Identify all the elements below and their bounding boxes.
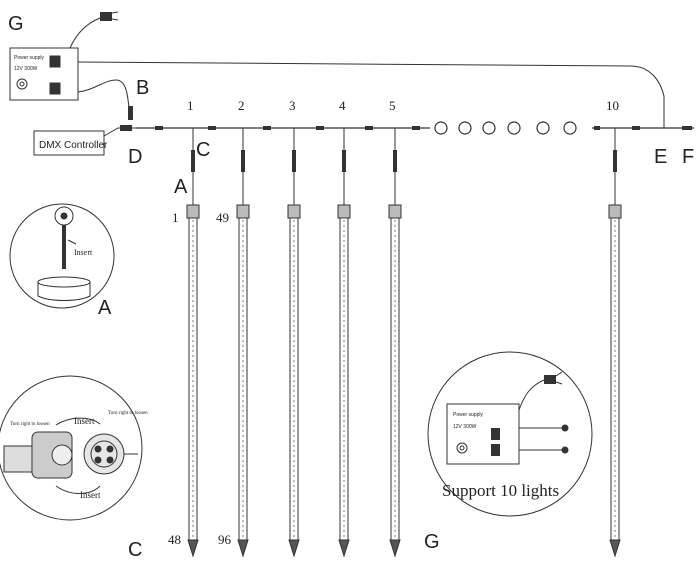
detail-a-insert: Insert (74, 248, 93, 257)
detail-c-letter: C (128, 539, 142, 561)
detail-c-insert-bottom: Insert (80, 490, 101, 500)
tube-number-4: 4 (339, 98, 346, 113)
label-b: B (136, 77, 149, 99)
plug-icon (100, 11, 119, 21)
detail-a (9, 203, 115, 309)
plug-cable (69, 17, 101, 49)
detail-g-spec: 12V 300W (453, 424, 477, 430)
detail-c-turn-right: Turn right to loosen (108, 411, 148, 416)
detail-g (427, 351, 593, 517)
cable-to-b (77, 79, 131, 119)
label-d: D (128, 146, 142, 168)
tube-3 (287, 128, 301, 558)
detail-g-letter: G (424, 531, 440, 553)
tube-number-2: 2 (238, 98, 245, 113)
tube-number-3: 3 (289, 98, 296, 113)
tube-number-1: 1 (187, 98, 194, 113)
led-index-49: 49 (216, 210, 229, 225)
dmx-controller-box (33, 130, 105, 156)
detail-c-turn-left: Turn right to loosen (10, 422, 50, 427)
label-a: A (174, 176, 188, 198)
ellipsis-circles (434, 121, 577, 135)
label-g: G (8, 13, 24, 35)
label-f: F (682, 146, 694, 168)
dmx-controller-label: DMX Controller (39, 140, 108, 151)
tube-number-10: 10 (606, 98, 619, 113)
cable-to-e (77, 61, 665, 128)
label-e: E (654, 146, 667, 168)
label-c: C (196, 139, 210, 161)
detail-c-insert-top: Insert (74, 416, 95, 426)
detail-g-title: Power supply (453, 412, 484, 418)
tube-4 (337, 128, 351, 558)
tube-5 (388, 128, 402, 558)
tube-2 (236, 128, 250, 558)
tube-1 (186, 128, 200, 558)
power-supply-spec: 12V 300W (14, 66, 38, 72)
led-index-96: 96 (218, 532, 232, 547)
led-index-1: 1 (172, 210, 179, 225)
detail-g-caption: Support 10 lights (442, 481, 559, 500)
led-index-48: 48 (168, 532, 181, 547)
tube-10 (608, 128, 622, 558)
power-supply (9, 47, 79, 101)
detail-c (0, 375, 143, 521)
tube-number-5: 5 (389, 98, 396, 113)
power-supply-title: Power supply (14, 55, 45, 61)
detail-a-letter: A (98, 297, 112, 319)
